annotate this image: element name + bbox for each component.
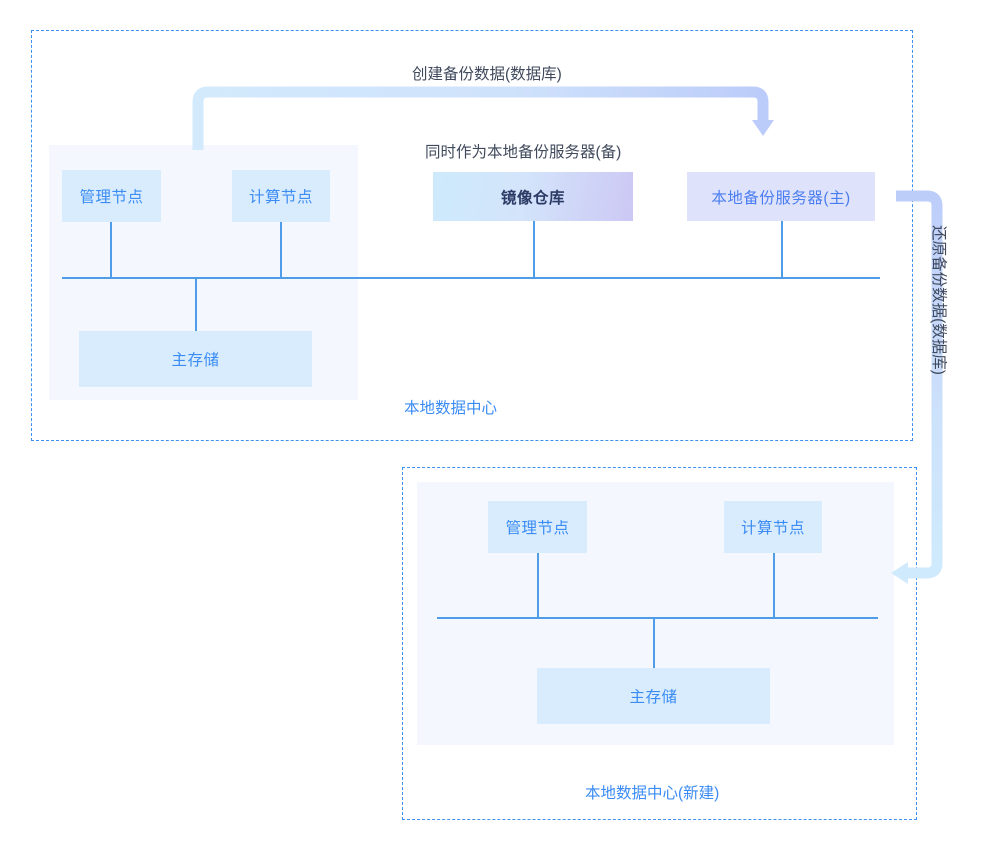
annotation-also-serves-as-backup: 同时作为本地备份服务器(备) [425, 144, 622, 161]
bus-line-bottom [437, 617, 878, 619]
connector-registry [533, 221, 535, 278]
connector-mgmt-bottom [537, 553, 539, 618]
node-primary-storage-bottom[interactable]: 主存储 [537, 668, 770, 724]
bus-line-top [62, 277, 880, 279]
node-management-node-bottom[interactable]: 管理节点 [488, 501, 587, 553]
region-label-local-data-center-new: 本地数据中心(新建) [585, 785, 720, 802]
node-image-registry[interactable]: 镜像仓库 [433, 172, 633, 221]
connector-storage-bottom [653, 617, 655, 669]
connector-backup-server [781, 221, 783, 278]
node-management-node-top[interactable]: 管理节点 [62, 170, 161, 222]
connector-compute-bottom [773, 553, 775, 618]
connector-storage-top [195, 277, 197, 332]
node-local-backup-server-primary[interactable]: 本地备份服务器(主) [687, 172, 875, 221]
annotation-restore-backup: 还原备份数据(数据库) [930, 225, 947, 375]
node-compute-node-top[interactable]: 计算节点 [232, 170, 330, 222]
node-primary-storage-top[interactable]: 主存储 [79, 331, 312, 387]
region-label-local-data-center: 本地数据中心 [404, 400, 498, 417]
connector-compute-top [280, 222, 282, 278]
node-compute-node-bottom[interactable]: 计算节点 [724, 501, 822, 553]
region-local-data-center-new [402, 467, 917, 820]
connector-mgmt-top [110, 222, 112, 278]
annotation-create-backup: 创建备份数据(数据库) [412, 66, 562, 83]
